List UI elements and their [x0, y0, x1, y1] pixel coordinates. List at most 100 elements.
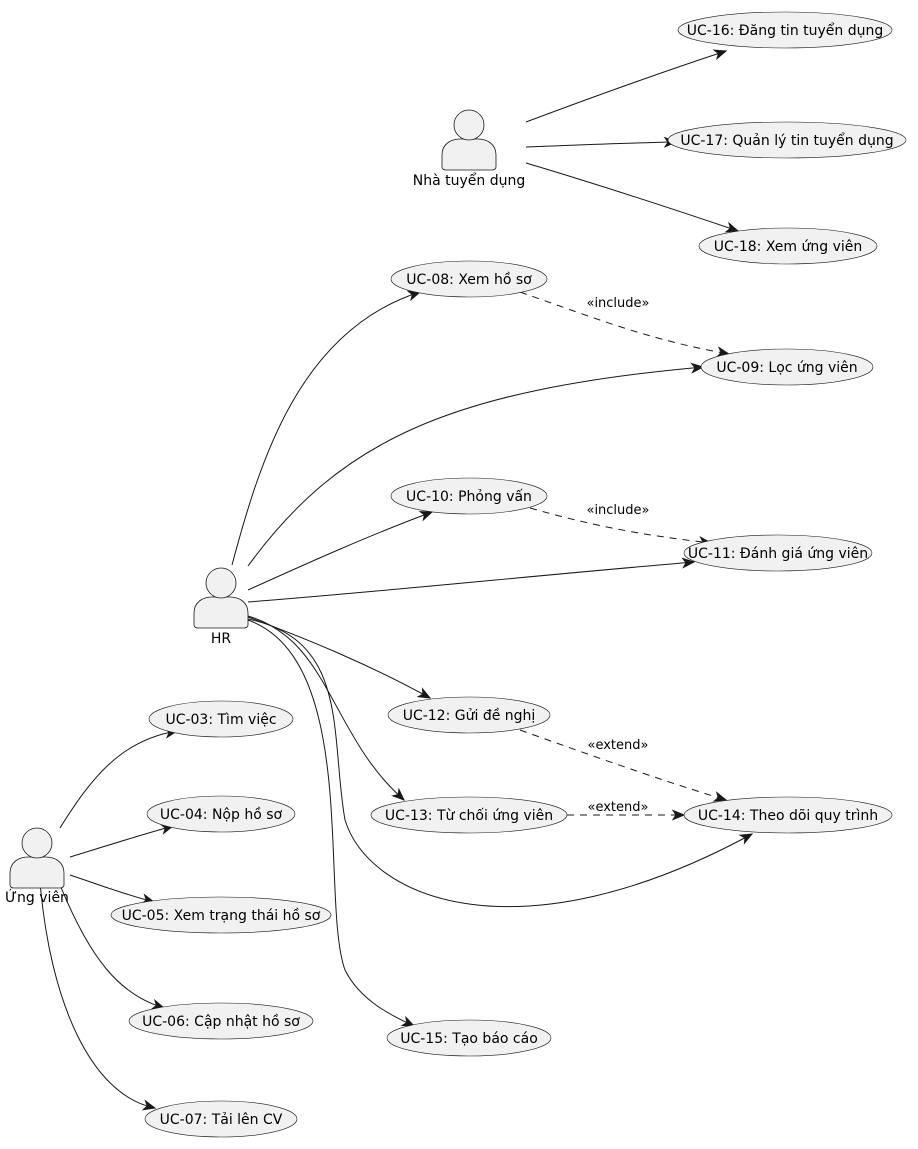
- use-case-uc05[interactable]: UC-05: Xem trạng thái hồ sơ: [110, 896, 332, 934]
- association-recruiter-uc18: [525, 162, 740, 233]
- use-case-ellipse: [700, 348, 874, 386]
- association-candidate-uc07: [39, 881, 157, 1111]
- use-case-uc12[interactable]: UC-12: Gửi đề nghị: [387, 696, 551, 734]
- use-case-uc04[interactable]: UC-04: Nộp hồ sơ: [146, 795, 296, 833]
- use-case-uc07[interactable]: UC-07: Tải lên CV: [144, 1100, 298, 1138]
- dependency-line: [529, 507, 712, 544]
- use-case-label: UC-18: Xem ứng viên: [714, 239, 862, 255]
- association-hr-uc12: [247, 616, 432, 699]
- use-case-ellipse: [144, 1100, 298, 1138]
- use-case-uc18[interactable]: UC-18: Xem ứng viên: [698, 227, 878, 265]
- stereotype-label: «extend»: [588, 800, 649, 815]
- use-case-label: UC-03: Tìm việc: [165, 712, 276, 728]
- arrow-head-icon: [712, 791, 728, 802]
- association-hr-uc11: [247, 557, 696, 603]
- association-line: [247, 366, 704, 567]
- use-case-ellipse: [370, 796, 568, 834]
- use-case-ellipse: [146, 795, 296, 833]
- arrow-head-icon: [690, 362, 705, 374]
- arrow-head-icon: [724, 221, 740, 233]
- relationship-uc12-uc14: «extend»: [519, 729, 728, 802]
- stereotype-label: «include»: [586, 296, 649, 311]
- actor-recruiter[interactable]: Nhà tuyển dụng: [413, 109, 525, 189]
- stereotype-label: «extend»: [588, 738, 649, 753]
- actor-body-icon: [193, 596, 249, 629]
- actor-label: Nhà tuyển dụng: [413, 172, 525, 189]
- use-case-uc13[interactable]: UC-13: Từ chối ứng viên: [370, 796, 568, 834]
- arrow-head-icon: [681, 557, 696, 569]
- use-case-ellipse: [667, 121, 907, 159]
- association-line: [39, 881, 156, 1109]
- use-case-uc08[interactable]: UC-08: Xem hồ sơ: [390, 260, 548, 298]
- arrow-head-icon: [712, 49, 728, 61]
- use-case-label: UC-13: Từ chối ứng viên: [385, 807, 553, 824]
- relationship-uc08-uc09: «include»: [519, 291, 731, 358]
- use-case-label: UC-11: Đánh giá ứng viên: [688, 546, 868, 562]
- association-candidate-uc04: [69, 823, 175, 858]
- use-case-label: UC-04: Nộp hồ sơ: [160, 806, 283, 823]
- dependency-line: [519, 291, 730, 355]
- use-case-ellipse: [128, 1002, 314, 1040]
- use-case-ellipse: [390, 477, 548, 515]
- use-case-uc06[interactable]: UC-06: Cập nhật hồ sơ: [128, 1002, 314, 1040]
- association-hr-uc09: [247, 362, 705, 567]
- use-case-label: UC-16: Đăng tin tuyển dụng: [687, 22, 884, 39]
- use-case-label: UC-08: Xem hồ sơ: [406, 271, 532, 288]
- relationship-uc10-uc11: «include»: [529, 503, 713, 548]
- association-line: [247, 561, 695, 603]
- association-line: [525, 50, 727, 123]
- use-case-label: UC-07: Tải lên CV: [160, 1112, 283, 1128]
- use-case-uc11[interactable]: UC-11: Đánh giá ứng viên: [683, 534, 873, 572]
- use-case-label: UC-05: Xem trạng thái hồ sơ: [122, 907, 321, 924]
- arrow-head-icon: [671, 809, 686, 821]
- actor-candidate[interactable]: Ứng viên: [5, 827, 69, 906]
- connectors: «include» «include» «extend» «extend»: [39, 49, 754, 1111]
- association-recruiter-uc17: [525, 136, 678, 148]
- association-line: [247, 615, 405, 801]
- use-case-label: UC-10: Phỏng vấn: [406, 489, 532, 505]
- association-line: [247, 616, 431, 699]
- association-line: [69, 874, 155, 903]
- association-candidate-uc05: [69, 874, 156, 905]
- arrow-head-icon: [418, 511, 434, 522]
- actor-label: HR: [211, 631, 232, 647]
- use-case-label: UC-17: Quản lý tin tuyển dụng: [680, 132, 893, 149]
- association-hr-uc15: [247, 619, 416, 1027]
- use-case-uc10[interactable]: UC-10: Phỏng vấn: [390, 477, 548, 515]
- use-case-uc15[interactable]: UC-15: Tạo báo cáo: [386, 1019, 552, 1057]
- arrow-head-icon: [416, 687, 432, 699]
- use-case-uc09[interactable]: UC-09: Lọc ứng viên: [700, 348, 874, 386]
- actor-body-icon: [441, 138, 497, 171]
- association-line: [69, 825, 174, 858]
- dependency-line: [519, 729, 727, 801]
- use-case-ellipse: [677, 11, 893, 49]
- use-case-label: UC-15: Tạo báo cáo: [400, 1031, 538, 1047]
- use-case-ellipse: [390, 260, 548, 298]
- use-case-uc17[interactable]: UC-17: Quản lý tin tuyển dụng: [667, 121, 907, 159]
- actor-head-icon: [21, 827, 53, 859]
- actor-label: Ứng viên: [5, 888, 69, 906]
- association-hr-uc13: [247, 615, 405, 801]
- relationship-uc13-uc14: «extend»: [567, 800, 686, 821]
- arrow-head-icon: [391, 787, 405, 801]
- actor-head-icon: [453, 109, 485, 141]
- association-line: [57, 879, 165, 1009]
- arrow-head-icon: [400, 1015, 416, 1027]
- arrow-head-icon: [141, 1099, 157, 1111]
- association-line: [231, 291, 421, 566]
- use-case-uc03[interactable]: UC-03: Tìm việc: [148, 700, 294, 738]
- use-case-uc16[interactable]: UC-16: Đăng tin tuyển dụng: [677, 11, 893, 49]
- association-line: [247, 511, 433, 591]
- actor-head-icon: [205, 567, 237, 599]
- use-case-ellipse: [387, 696, 551, 734]
- actor-body-icon: [9, 856, 65, 889]
- arrow-head-icon: [738, 833, 754, 845]
- use-case-ellipse: [683, 796, 893, 834]
- actor-hr[interactable]: HR: [193, 567, 249, 647]
- use-case-label: UC-09: Lọc ứng viên: [716, 360, 857, 376]
- use-case-uc14[interactable]: UC-14: Theo dõi quy trình: [683, 796, 893, 834]
- association-hr-uc08: [231, 290, 422, 566]
- association-line: [525, 162, 739, 232]
